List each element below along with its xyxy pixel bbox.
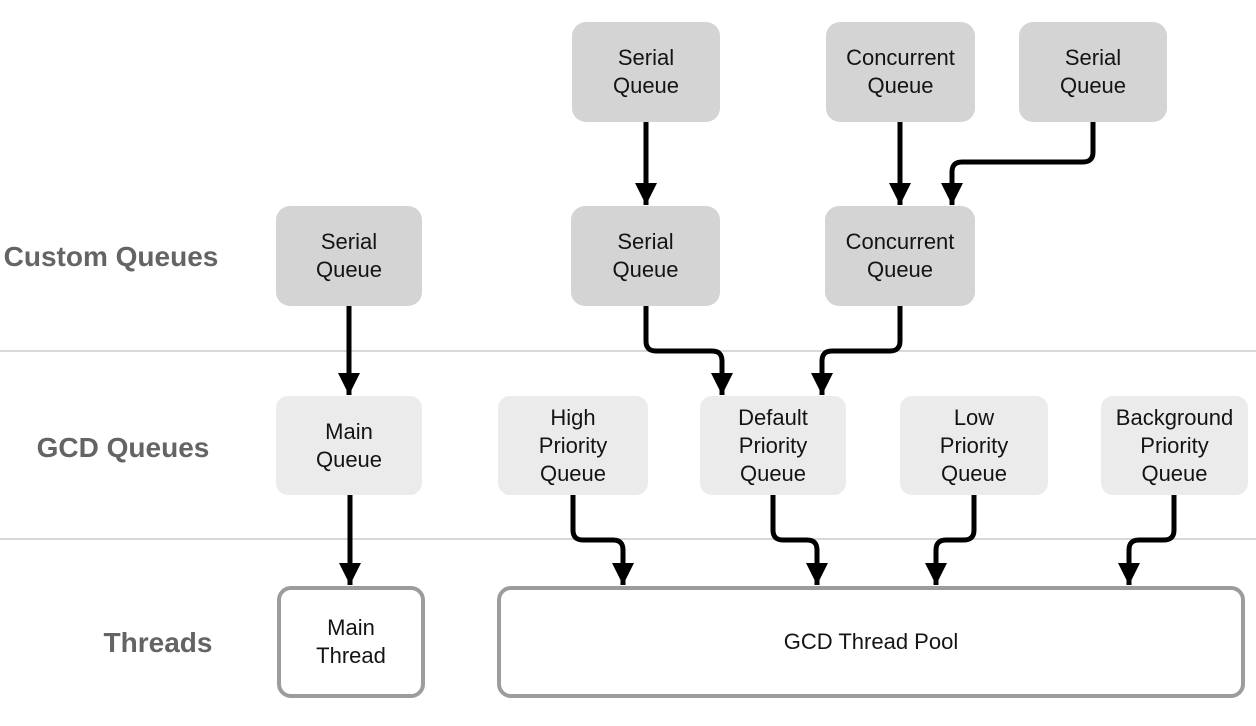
row-label-custom-queues: Custom Queues (3, 241, 219, 272)
row-label-gcd-queues: GCD Queues (36, 432, 210, 463)
node-top-serial-queue-b: Serial Queue (1019, 22, 1167, 122)
node-main-thread: Main Thread (277, 586, 425, 698)
row-label-threads: Threads (103, 627, 213, 658)
node-high-priority-queue: High Priority Queue (498, 396, 648, 495)
edge-high-priority-to-thread-pool (570, 495, 634, 585)
divider-custom-gcd (0, 350, 1256, 352)
node-main-queue: Main Queue (276, 396, 422, 495)
edge-background-priority-to-thread-pool (1118, 495, 1177, 585)
node-custom-serial-queue-left: Serial Queue (276, 206, 422, 306)
edge-top-serial-b-to-custom-concurrent (941, 122, 1096, 205)
node-low-priority-queue: Low Priority Queue (900, 396, 1048, 495)
edge-low-priority-to-thread-pool (925, 495, 977, 585)
node-background-priority-queue: Background Priority Queue (1101, 396, 1248, 495)
node-custom-concurrent-queue: Concurrent Queue (825, 206, 975, 306)
node-top-concurrent-queue: Concurrent Queue (826, 22, 975, 122)
edge-default-priority-to-thread-pool (770, 495, 828, 585)
divider-gcd-threads (0, 538, 1256, 540)
node-custom-serial-queue-mid: Serial Queue (571, 206, 720, 306)
node-default-priority-queue: Default Priority Queue (700, 396, 846, 495)
node-gcd-thread-pool: GCD Thread Pool (497, 586, 1245, 698)
node-top-serial-queue-a: Serial Queue (572, 22, 720, 122)
